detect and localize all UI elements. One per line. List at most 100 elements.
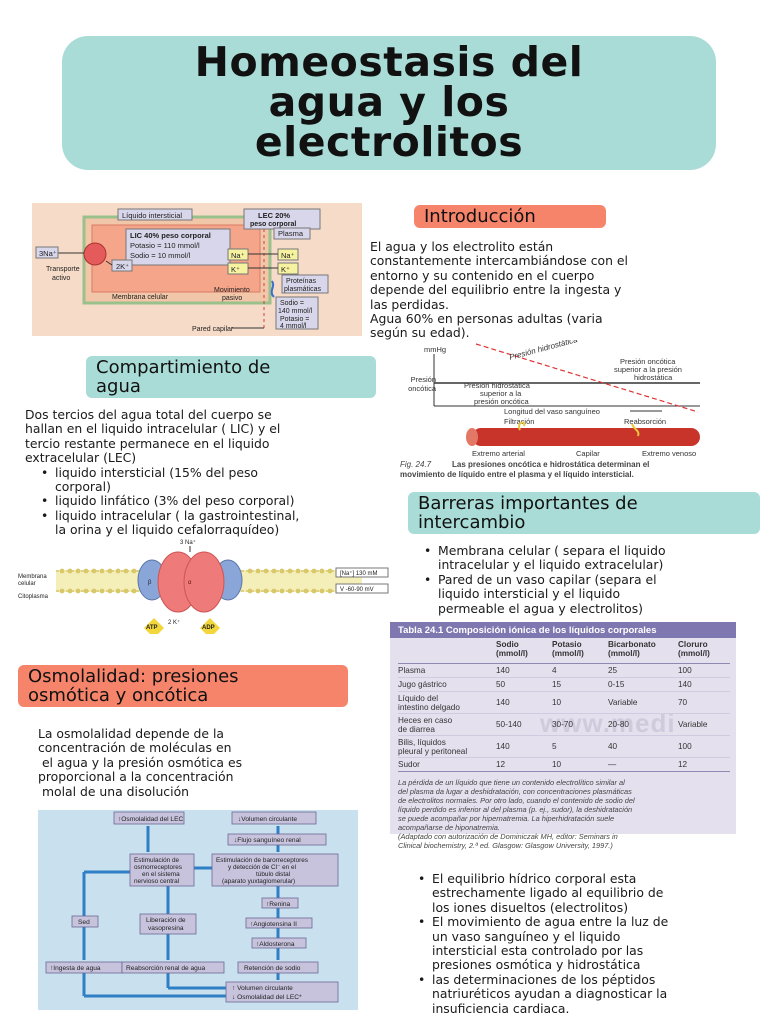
heading-barreras-line-1: Barreras importantes de xyxy=(418,493,638,514)
flow-osm-lec: ↑Osmolalidad del LEC xyxy=(118,816,183,823)
label-lic-sodio: Sodio = 10 mmol/l xyxy=(130,251,191,260)
list-item-line: intersticial esta controlado por las xyxy=(432,943,644,959)
label-adp: ADP xyxy=(202,625,215,631)
label-na-2: Na⁺ xyxy=(281,251,295,260)
table-cell: Jugo gástrico xyxy=(398,680,447,689)
list-item: liquido intracelular ( la gastrointestin… xyxy=(37,508,380,538)
label-atp: ATP xyxy=(146,625,158,631)
table-cell: 4 xyxy=(552,666,557,675)
label-lec-title: LEC 20% xyxy=(258,211,290,220)
table-cell: 50 xyxy=(496,680,506,689)
flow-estim-osmo-1: Estimulación de xyxy=(134,857,180,864)
compartimiento-line: tercio restante permanece en el liquido xyxy=(25,435,270,451)
list-item-line: intracelular y el liquido extracelular) xyxy=(438,557,664,573)
label-oncotica: oncótica xyxy=(408,384,437,393)
caption-fig: Fig. 24.7 xyxy=(400,460,432,469)
table-cell: Variable xyxy=(608,698,638,707)
list-item-line: presiones osmótica y hidrostática xyxy=(432,957,641,973)
table-cell: Plasma xyxy=(398,666,426,675)
intro-text: El agua y los electrolito están constant… xyxy=(370,239,730,341)
page-title: Homeostasis del agua y los electrolitos xyxy=(62,38,716,163)
compartimiento-line: Dos tercios del agua total del cuerpo se xyxy=(25,407,272,422)
table-cell: Variable xyxy=(678,720,708,729)
flow-ingesta: ↑Ingesta de agua xyxy=(50,965,101,972)
table-cell: 100 xyxy=(678,742,692,751)
osmolalidad-line: el agua y la presión osmótica es xyxy=(38,754,243,770)
compartimiento-text: Dos tercios del agua total del cuerpo se… xyxy=(25,407,380,538)
flow-flujo: ↓Flujo sanguíneo renal xyxy=(234,837,301,844)
table-header-text: Bicarbonato xyxy=(608,640,656,649)
osmolalidad-line: proporcional a la concentración xyxy=(38,769,234,785)
list-item-line: liquido intersticial (15% del peso xyxy=(55,464,258,480)
table-cell-text: de diarrea xyxy=(398,724,435,734)
flow-angio: ↑Angiotensina II xyxy=(250,921,297,928)
table-row: Jugo gástrico 50 15 0-15 140 xyxy=(398,678,730,692)
flow-estim-baro-4: (aparato yuxtaglomerular) xyxy=(222,878,295,885)
compartimiento-line: hallan en el liquido intracelular ( LIC)… xyxy=(25,421,281,437)
list-item-line: natriuréticos ayudan a diagnosticar la xyxy=(432,986,668,1002)
table-cell: 30-70 xyxy=(552,720,573,729)
list-item: liquido linfático (3% del peso corporal) xyxy=(37,493,380,510)
list-item-line: la orina y el liquido cefalorraquídeo) xyxy=(55,522,280,538)
intro-line: depende del equilibrio entre la ingesta … xyxy=(370,282,622,298)
label-liquido-intersticial: Líquido intersticial xyxy=(122,211,182,220)
label-na-conc: [Na⁺] 130 mM xyxy=(340,570,378,577)
table-note-line: Clinical biochemistry, 2.ª ed. Glasgow: … xyxy=(398,841,613,850)
table-cell: Sudor xyxy=(398,760,420,769)
flow-result-2: ↓ Osmolalidad del LEC* xyxy=(232,994,302,1001)
label-voltage: V -60-90 mV xyxy=(340,587,374,593)
table-note-line: La pérdida de un líquido que tiene un co… xyxy=(398,778,625,787)
label-plasma: Plasma xyxy=(278,229,304,238)
table-note-line: acompañarse de hiponatremia. xyxy=(398,823,500,832)
table-cell: 140 xyxy=(496,666,510,675)
table-header-cell xyxy=(398,640,496,663)
label-onc-superior-2: superior a la presión xyxy=(614,365,682,374)
table-cell: 140 xyxy=(678,680,692,689)
label-sodio-1: Sodio = xyxy=(280,300,304,307)
label-beta: β xyxy=(148,580,152,586)
title-line-1: Homeostasis del xyxy=(194,38,584,86)
label-alpha: α xyxy=(188,580,192,586)
table-cell: 25 xyxy=(608,666,618,675)
table-grid: Sodio(mmol/l) Potasio(mmol/l) Bicarbonat… xyxy=(398,640,730,850)
table-cell-text: intestino delgado xyxy=(398,702,460,712)
label-potasio-2: 4 mmol/l xyxy=(280,323,307,330)
label-pared-capilar: Pared capilar xyxy=(192,326,234,333)
table-header-text: Cloruro xyxy=(678,640,708,649)
table-title: Tabla 24.1 Composición iónica de los líq… xyxy=(390,622,736,638)
table-cell: 15 xyxy=(552,680,562,689)
table-cell-text: pleural y peritoneal xyxy=(398,746,468,756)
intro-line: según su edad). xyxy=(370,325,470,341)
flow-liberacion-2: vasopresina xyxy=(148,925,184,932)
heading-introduccion: Introducción xyxy=(414,205,606,228)
table-cell-text: Heces en caso xyxy=(398,715,453,725)
label-hidro-superior-2: superior a la xyxy=(480,389,522,398)
heading-compartimiento-line-1: Compartimiento de xyxy=(96,357,271,378)
table-cell: 0-15 xyxy=(608,680,625,689)
label-k-2: K⁺ xyxy=(281,265,290,274)
label-lic-title: LIC 40% peso corporal xyxy=(130,231,211,240)
na-k-pump-diagram: α β 3 Na⁺ 2 K⁺ Membrana celular Citoplas… xyxy=(18,538,398,638)
list-item-line: liquido linfático (3% del peso corporal) xyxy=(55,493,295,509)
table-header-text: Potasio xyxy=(552,640,582,649)
label-2k: 2 K⁺ xyxy=(168,619,180,626)
list-item-line: El equilibrio hídrico corporal esta xyxy=(432,871,637,886)
osmolalidad-text: La osmolalidad depende de la concentraci… xyxy=(38,726,338,799)
list-item-line: Membrana celular ( separa el liquido xyxy=(438,543,666,558)
intro-line: El agua y los electrolito están xyxy=(370,239,554,254)
label-lec-sub: peso corporal xyxy=(250,221,296,228)
heading-barreras: Barreras importantes de intercambio xyxy=(408,492,760,534)
label-membrana-2: celular xyxy=(18,581,36,587)
label-onc-superior-1: Presión oncótica xyxy=(620,357,676,366)
label-hidro-superior-1: Presión hidrostática xyxy=(464,381,531,390)
label-2k: 2K⁺ xyxy=(116,262,129,271)
label-presion: Presión xyxy=(411,375,436,384)
table-header-cell: Bicarbonato(mmol/l) xyxy=(608,640,678,663)
list-item-line: insuficiencia cardiaca. xyxy=(432,1000,570,1016)
title-line-2: agua y los xyxy=(268,78,510,126)
flow-estim-baro-1: Estimulación de barorreceptores xyxy=(216,857,308,864)
